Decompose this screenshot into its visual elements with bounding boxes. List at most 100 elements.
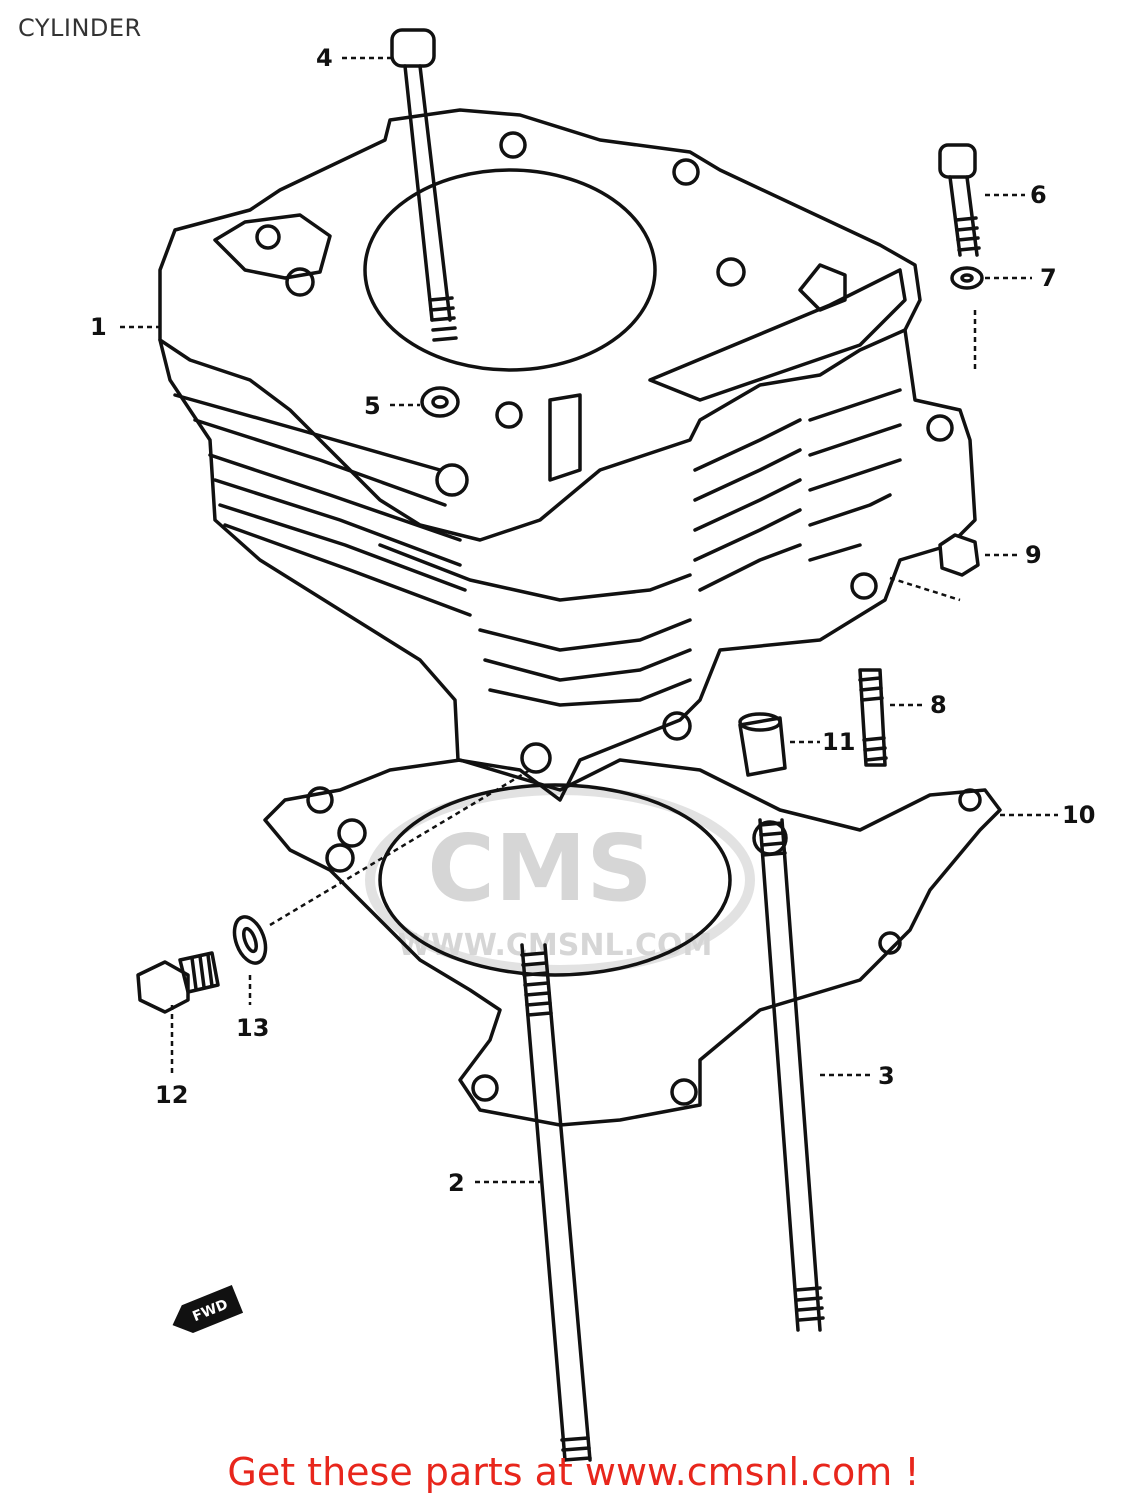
fwd-arrow-icon: FWD — [172, 1284, 244, 1334]
cylinder-fin — [488, 678, 692, 707]
cylinder-fin — [698, 543, 802, 592]
cylinder-fin — [193, 418, 447, 507]
gasket-10-outline — [263, 758, 1002, 1127]
cylinder-left-wall — [158, 328, 977, 802]
cylinder-fin — [808, 388, 902, 422]
gasket-10-hole — [306, 786, 334, 814]
cylinder-fin — [223, 523, 472, 617]
watermark-url-text: WWW.CMSNL.COM — [398, 928, 713, 963]
callout-7: 7 — [1040, 264, 1057, 292]
leader-line-9b — [889, 576, 961, 602]
cylinder-fin — [218, 503, 467, 592]
gasket-10-bore — [378, 783, 732, 977]
gasket-10-hole — [337, 818, 367, 848]
callout-10: 10 — [1062, 801, 1095, 829]
callout-2: 2 — [448, 1169, 465, 1197]
callout-5: 5 — [364, 392, 381, 420]
gasket-10-hole — [958, 788, 982, 812]
cylinder-fin — [808, 543, 862, 562]
plug-12-head — [136, 960, 190, 1014]
cylinder-top-deck — [158, 108, 922, 542]
cylinder-hole — [926, 414, 954, 442]
watermark-logo-text: CMS — [427, 815, 652, 922]
washer-7-hole — [960, 273, 974, 283]
cylinder-hole — [672, 158, 700, 186]
footer-link[interactable]: Get these parts at www.cmsnl.com ! — [227, 1450, 920, 1494]
cylinder-hole — [255, 224, 281, 250]
gasket-part-10 — [263, 758, 1002, 1127]
gasket-part-13 — [232, 915, 268, 965]
gasket-10-hole — [670, 1078, 698, 1106]
cylinder-hole — [435, 463, 469, 497]
bolt-4-thread — [428, 296, 458, 342]
bolt-part-6 — [938, 143, 981, 257]
cylinder-hole — [499, 131, 527, 159]
cylinder-hole — [495, 401, 523, 429]
cylinder-bore — [363, 168, 657, 372]
cylinder-fin — [808, 493, 892, 527]
stud-3-shank — [758, 818, 800, 1332]
dowel-11-top — [738, 712, 782, 732]
cylinder-fin — [483, 648, 692, 682]
callout-8: 8 — [930, 691, 947, 719]
cylinder-hole — [285, 267, 315, 297]
stud-8-thread — [858, 676, 888, 762]
bolt-4-shank — [418, 64, 452, 322]
cylinder-fin — [693, 448, 802, 502]
cylinder-fin — [693, 418, 802, 472]
cylinder-fin — [693, 478, 802, 532]
cylinder-fin — [808, 458, 902, 492]
washer-5-hole — [431, 395, 449, 409]
bolt-6-head — [938, 143, 977, 179]
bolt-part-4 — [390, 28, 458, 342]
gasket-10-hole — [878, 931, 902, 955]
bolt-4-shank — [403, 64, 434, 322]
cylinder-fin — [213, 478, 462, 567]
stud-3-shank — [780, 818, 822, 1332]
stud-3-thread — [758, 821, 825, 1322]
stud-2-thread — [520, 951, 592, 1462]
stud-2-shank — [520, 943, 567, 1462]
stud-part-3 — [758, 818, 825, 1332]
callout-1: 1 — [90, 313, 107, 341]
callout-13: 13 — [236, 1014, 269, 1042]
washer-part-5 — [420, 386, 460, 418]
callout-9: 9 — [1025, 541, 1042, 569]
gasket-13-hole — [242, 926, 258, 954]
cylinder-fin — [808, 423, 902, 457]
plug-part-12 — [136, 951, 220, 1014]
cylinder-drain-boss — [520, 742, 552, 774]
gasket-10-hole — [471, 1074, 499, 1102]
gasket-10-hole — [325, 843, 355, 873]
cylinder-fin — [208, 453, 462, 542]
page-title: CYLINDER — [18, 14, 142, 42]
cylinder-fin — [693, 508, 802, 562]
washer-part-7 — [950, 266, 984, 290]
cylinder-part-1 — [158, 108, 977, 802]
bolt-6-shank — [948, 175, 962, 257]
cylinder-fin — [378, 543, 692, 602]
callout-4: 4 — [316, 44, 333, 72]
cylinder-cam-chain-opening — [798, 263, 847, 312]
cylinder-hole — [850, 572, 878, 600]
bolt-6-thread — [954, 216, 981, 252]
callout-6: 6 — [1030, 181, 1047, 209]
stud-part-8 — [858, 668, 887, 767]
cylinder-fin — [478, 618, 692, 652]
stud-part-2 — [520, 943, 592, 1462]
cylinder-gasket-face — [213, 213, 332, 280]
stud-2-shank — [543, 943, 592, 1462]
cylinder-fin — [173, 393, 442, 472]
callout-12: 12 — [155, 1081, 188, 1109]
cylinder-stud-boss — [548, 393, 582, 482]
callout-3: 3 — [878, 1062, 895, 1090]
bolt-4-head — [390, 28, 436, 68]
bolt-6-shank — [965, 175, 979, 257]
dowel-part-11 — [738, 716, 787, 777]
nut-part-9 — [938, 533, 980, 577]
plug-12-thread-lines — [190, 953, 214, 991]
callout-11: 11 — [822, 728, 855, 756]
leader-line-drain — [269, 768, 531, 927]
cylinder-hole — [716, 257, 746, 287]
